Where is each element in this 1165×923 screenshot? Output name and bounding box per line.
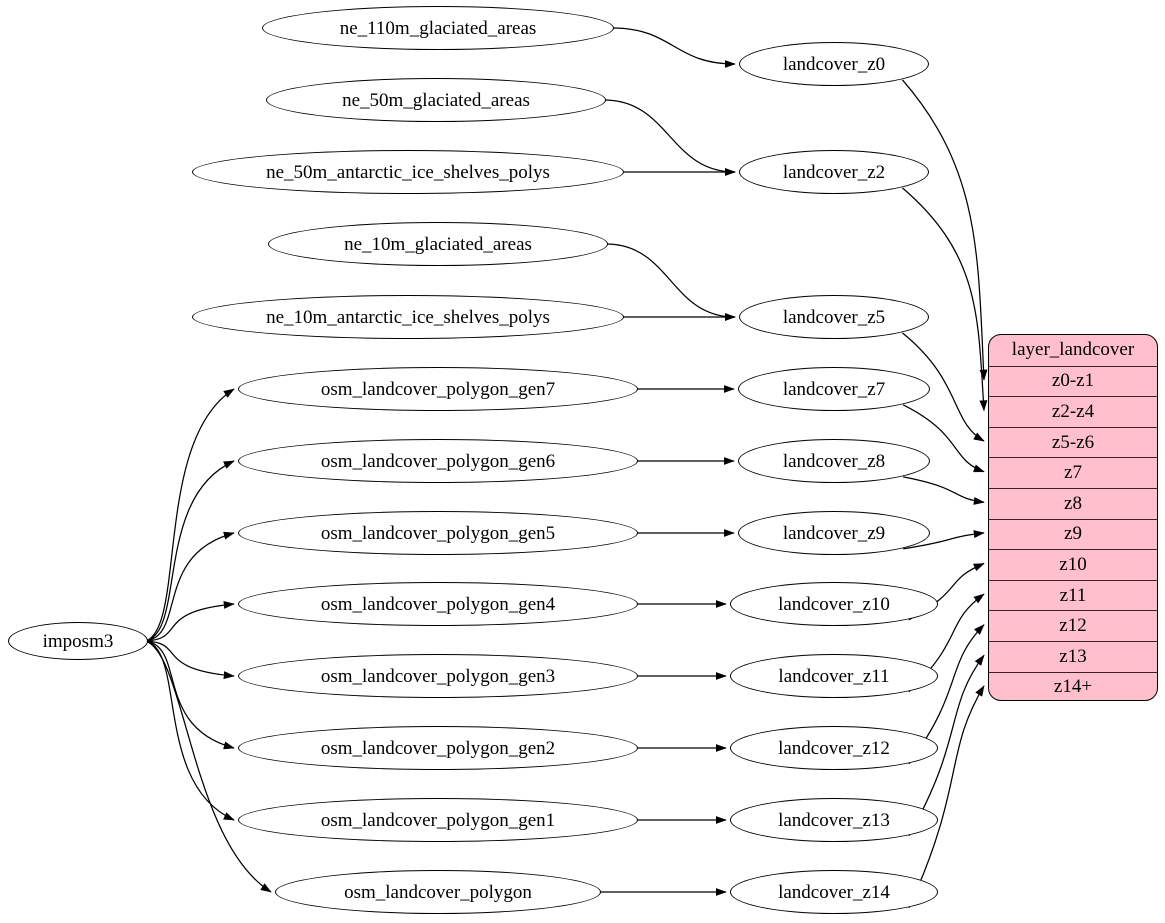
edge-landcover_z13-to-record-row (908, 654, 985, 837)
record-row-z13[interactable]: z13 (989, 640, 1157, 672)
edge-landcover_z9-to-record-row (903, 530, 985, 550)
node-label: landcover_z11 (778, 665, 890, 687)
node-ne_10m_glaciated_areas[interactable]: ne_10m_glaciated_areas (268, 222, 608, 266)
node-osm_landcover_polygon_gen3[interactable]: osm_landcover_polygon_gen3 (238, 654, 638, 698)
node-landcover_z12[interactable]: landcover_z12 (730, 726, 938, 770)
edge-landcover_z7-to-record-row (902, 404, 985, 473)
node-landcover_z7[interactable]: landcover_z7 (738, 367, 930, 411)
node-label: imposm3 (42, 630, 114, 652)
node-landcover_z14[interactable]: landcover_z14 (730, 870, 938, 914)
node-landcover_z9[interactable]: landcover_z9 (738, 511, 930, 555)
node-label: ne_50m_glaciated_areas (342, 89, 530, 111)
node-label: ne_50m_antarctic_ice_shelves_polys (266, 161, 550, 183)
node-label: landcover_z9 (782, 522, 886, 544)
record-row-z10[interactable]: z10 (989, 549, 1157, 580)
node-label: landcover_z7 (782, 378, 886, 400)
node-label: osm_landcover_polygon_gen3 (320, 665, 556, 687)
node-osm_landcover_polygon_gen7[interactable]: osm_landcover_polygon_gen7 (238, 367, 638, 411)
node-label: osm_landcover_polygon_gen7 (320, 378, 556, 400)
node-label: ne_110m_glaciated_areas (339, 17, 537, 39)
edge-landcover_z2-to-record-row (901, 187, 988, 412)
node-label: landcover_z12 (778, 737, 890, 759)
node-label: landcover_z0 (782, 53, 886, 75)
node-label: landcover_z14 (778, 881, 890, 903)
node-label: osm_landcover_polygon (344, 881, 532, 903)
edge-imposm3-to-osm_landcover_polygon (145, 640, 272, 893)
node-osm_landcover_polygon_gen4[interactable]: osm_landcover_polygon_gen4 (238, 582, 638, 626)
node-landcover_z13[interactable]: landcover_z13 (730, 798, 938, 842)
node-osm_landcover_polygon_gen6[interactable]: osm_landcover_polygon_gen6 (238, 439, 638, 483)
edge-imposm3-to-osm_landcover_polygon_gen7 (145, 388, 235, 642)
node-label: ne_10m_glaciated_areas (344, 233, 532, 255)
edge-imposm3-to-osm_landcover_polygon_gen1 (145, 640, 235, 821)
node-label: osm_landcover_polygon_gen1 (320, 809, 556, 831)
node-label: osm_landcover_polygon_gen4 (320, 593, 556, 615)
node-ne_110m_glaciated_areas[interactable]: ne_110m_glaciated_areas (262, 6, 614, 50)
record-title: layer_landcover (1011, 339, 1135, 361)
node-osm_landcover_polygon_gen1[interactable]: osm_landcover_polygon_gen1 (238, 798, 638, 842)
node-label: osm_landcover_polygon_gen5 (320, 522, 556, 544)
node-label: landcover_z13 (778, 809, 890, 831)
node-osm_landcover_polygon_gen5[interactable]: osm_landcover_polygon_gen5 (238, 511, 638, 555)
record-row-z9[interactable]: z9 (989, 518, 1157, 550)
record-row-z5-z6[interactable]: z5-z6 (989, 426, 1157, 458)
edge-imposm3-to-osm_landcover_polygon_gen6 (145, 460, 235, 642)
node-label: landcover_z8 (782, 450, 886, 472)
node-ne_10m_antarctic_ice_shelves_polys[interactable]: ne_10m_antarctic_ice_shelves_polys (192, 295, 624, 339)
node-imposm3[interactable]: imposm3 (8, 622, 148, 660)
node-landcover_z0[interactable]: landcover_z0 (739, 42, 929, 86)
node-ne_50m_antarctic_ice_shelves_polys[interactable]: ne_50m_antarctic_ice_shelves_polys (192, 150, 624, 194)
node-landcover_z10[interactable]: landcover_z10 (730, 582, 938, 626)
record-row-z14plus[interactable]: z14+ (989, 671, 1157, 700)
edge-landcover_z0-to-record-row (901, 79, 988, 381)
node-label: landcover_z10 (778, 593, 890, 615)
edge-imposm3-to-osm_landcover_polygon_gen4 (145, 600, 235, 642)
record-row-z0-z1[interactable]: z0-z1 (989, 365, 1157, 397)
node-landcover_z5[interactable]: landcover_z5 (739, 295, 929, 339)
edge-landcover_z14-to-record-row (908, 685, 985, 909)
node-landcover_z11[interactable]: landcover_z11 (730, 654, 938, 698)
node-label: osm_landcover_polygon_gen2 (320, 737, 556, 759)
node-label: landcover_z2 (782, 161, 886, 183)
record-row-z7[interactable]: z7 (989, 457, 1157, 488)
record-row-z2-z4[interactable]: z2-z4 (989, 396, 1157, 427)
node-osm_landcover_polygon_gen2[interactable]: osm_landcover_polygon_gen2 (238, 726, 638, 770)
edge-ne_10m_glaciated_areas-to-landcover_z5 (605, 243, 736, 321)
node-landcover_z8[interactable]: landcover_z8 (738, 439, 930, 483)
edge-imposm3-to-osm_landcover_polygon_gen2 (145, 640, 235, 750)
edge-ne_110m_glaciated_areas-to-landcover_z0 (611, 27, 736, 68)
record-row-z11[interactable]: z11 (989, 579, 1157, 611)
node-label: ne_10m_antarctic_ice_shelves_polys (266, 306, 550, 328)
record-row-z12[interactable]: z12 (989, 610, 1157, 641)
node-osm_landcover_polygon[interactable]: osm_landcover_polygon (275, 870, 601, 914)
node-landcover_z2[interactable]: landcover_z2 (739, 150, 929, 194)
edge-imposm3-to-osm_landcover_polygon_gen5 (145, 531, 235, 642)
edge-imposm3-to-osm_landcover_polygon_gen3 (145, 640, 235, 680)
node-ne_50m_glaciated_areas[interactable]: ne_50m_glaciated_areas (266, 78, 606, 122)
node-label: landcover_z5 (782, 306, 886, 328)
edge-landcover_z5-to-record-row (902, 332, 985, 442)
edge-landcover_z8-to-record-row (903, 476, 985, 505)
record-row-z8[interactable]: z8 (989, 487, 1157, 519)
node-label: osm_landcover_polygon_gen6 (320, 450, 556, 472)
edge-ne_50m_glaciated_areas-to-landcover_z2 (603, 99, 736, 176)
